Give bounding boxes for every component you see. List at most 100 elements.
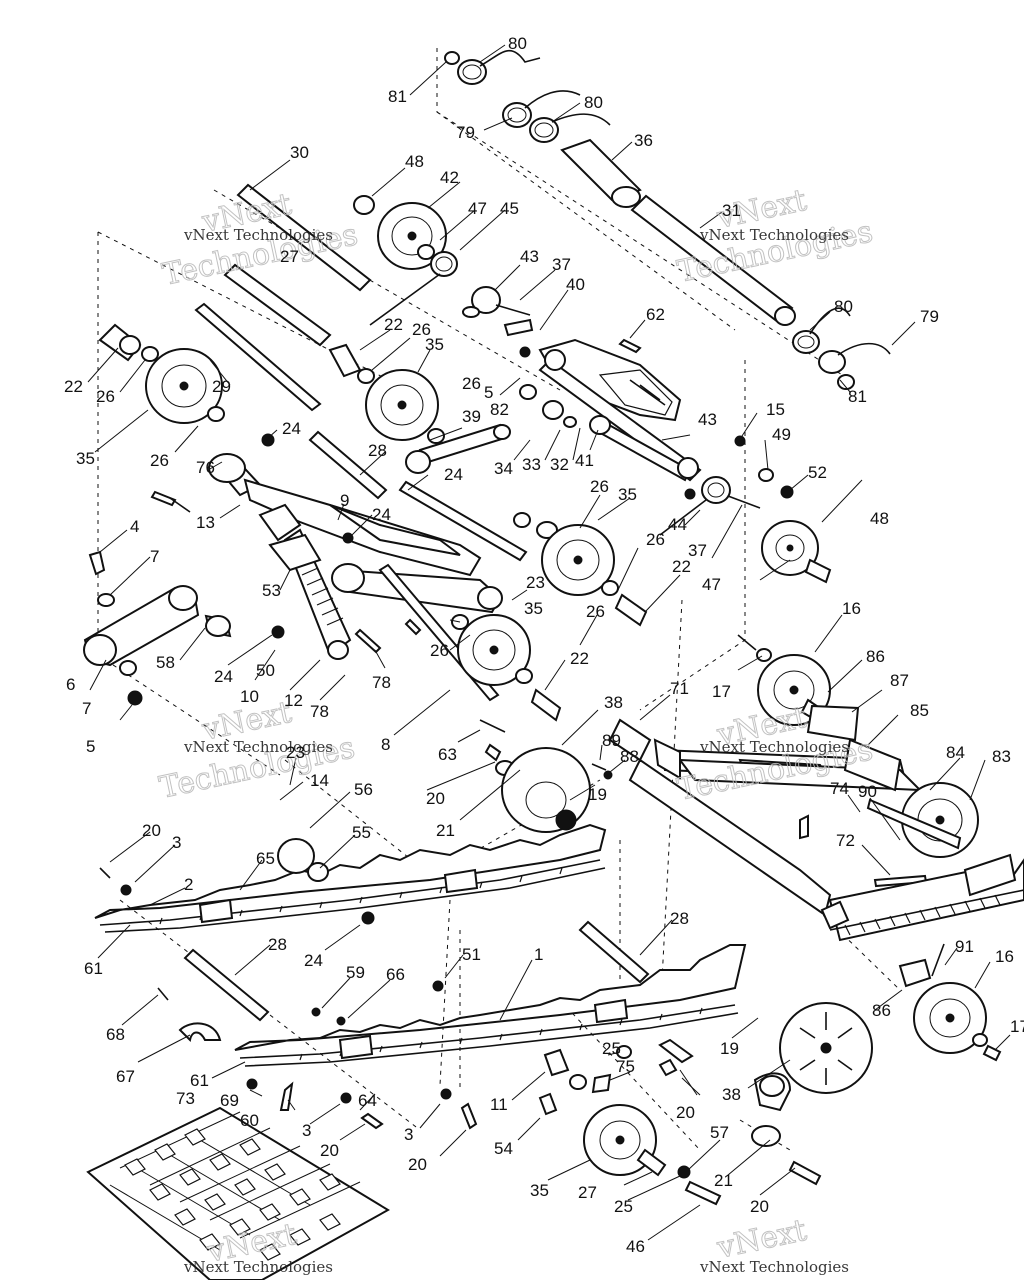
callout-24: 24: [282, 419, 301, 438]
callout-25: 25: [614, 1197, 633, 1216]
callout-33: 33: [522, 455, 541, 474]
callout-3: 3: [302, 1121, 311, 1140]
torsion-spring-middle: [502, 90, 611, 143]
callout-45: 45: [500, 199, 519, 218]
callout-64: 64: [358, 1091, 377, 1110]
watermarks: vNext Technologies vNext Technologies vN…: [156, 182, 876, 1276]
callout-78: 78: [310, 702, 329, 721]
callout-labels: 80 81 80 79 36 30 48 42 47 45 31 27 43 3…: [64, 34, 1024, 1256]
callout-28: 28: [268, 935, 287, 954]
callout-26: 26: [430, 641, 449, 660]
callout-20: 20: [676, 1103, 695, 1122]
callout-20: 20: [750, 1197, 769, 1216]
callout-21: 21: [714, 1171, 733, 1190]
callout-38: 38: [722, 1085, 741, 1104]
callout-12: 12: [284, 691, 303, 710]
torsion-spring-upper: [444, 50, 541, 85]
callout-22: 22: [384, 315, 403, 334]
callout-17: 17: [712, 682, 731, 701]
callout-82: 82: [490, 400, 509, 419]
callout-76: 76: [196, 458, 215, 477]
callout-2: 2: [184, 875, 193, 894]
idler-wheel-35-mid: [365, 369, 439, 441]
callout-79: 79: [456, 123, 475, 142]
callout-23: 23: [526, 573, 545, 592]
callout-31: 31: [722, 201, 741, 220]
callout-68: 68: [106, 1025, 125, 1044]
idler-wheel-35-bottom: [583, 1104, 657, 1176]
callout-26: 26: [586, 602, 605, 621]
callout-73: 73: [176, 1089, 195, 1108]
callout-1: 1: [534, 945, 543, 964]
callout-19: 19: [588, 785, 607, 804]
callout-84: 84: [946, 743, 965, 762]
callout-52: 52: [808, 463, 827, 482]
callout-80: 80: [584, 93, 603, 112]
callout-20: 20: [320, 1141, 339, 1160]
callout-60: 60: [240, 1111, 259, 1130]
callout-72: 72: [836, 831, 855, 850]
callout-26: 26: [412, 320, 431, 339]
callout-79: 79: [920, 307, 939, 326]
callout-20: 20: [426, 789, 445, 808]
callout-86: 86: [872, 1001, 891, 1020]
callout-58: 58: [156, 653, 175, 672]
wheel-38-upper: [501, 747, 591, 833]
rear-shaft-31: [630, 194, 796, 326]
idler-wheel-16-lower: [913, 982, 987, 1054]
watermark-small-1: vNext Technologies: [183, 226, 333, 244]
callout-47: 47: [468, 199, 487, 218]
callout-25: 25: [602, 1039, 621, 1058]
callout-21: 21: [436, 821, 455, 840]
callout-27: 27: [578, 1183, 597, 1202]
callout-87: 87: [890, 671, 909, 690]
callout-55: 55: [352, 823, 371, 842]
callout-56: 56: [354, 780, 373, 799]
callout-43: 43: [520, 247, 539, 266]
callout-26: 26: [590, 477, 609, 496]
callout-91: 91: [955, 937, 974, 956]
leader-lines: [87, 44, 1011, 1241]
callout-29: 29: [212, 377, 231, 396]
callout-35: 35: [618, 485, 637, 504]
front-arm-assembly: [150, 453, 503, 660]
callout-42: 42: [440, 168, 459, 187]
callout-26: 26: [646, 530, 665, 549]
idler-wheel-35-left: [145, 348, 223, 424]
callout-24: 24: [444, 465, 463, 484]
callout-23: 23: [286, 743, 305, 762]
callout-26: 26: [96, 387, 115, 406]
callout-48: 48: [870, 509, 889, 528]
callout-8: 8: [381, 735, 390, 754]
snow-flap-73: [86, 1106, 390, 1280]
callout-81: 81: [388, 87, 407, 106]
callout-80: 80: [508, 34, 527, 53]
callout-16: 16: [995, 947, 1014, 966]
callout-10: 10: [240, 687, 259, 706]
callout-65: 65: [256, 849, 275, 868]
callout-14: 14: [310, 771, 329, 790]
lower-hardware: [157, 920, 873, 1206]
callout-24: 24: [372, 505, 391, 524]
callout-3: 3: [404, 1125, 413, 1144]
callout-27: 27: [280, 247, 299, 266]
callout-28: 28: [670, 909, 689, 928]
watermark-small-2: vNext Technologies: [699, 226, 849, 244]
slide-rail-left: [94, 823, 607, 933]
callout-39: 39: [462, 407, 481, 426]
callout-61: 61: [84, 959, 103, 978]
callout-62: 62: [646, 305, 665, 324]
callout-34: 34: [494, 459, 513, 478]
callout-6: 6: [66, 675, 75, 694]
callout-20: 20: [408, 1155, 427, 1174]
wheel-38-lower: [779, 1002, 873, 1094]
callout-61: 61: [190, 1071, 209, 1090]
callout-3: 3: [172, 833, 181, 852]
rear-arm-bracket: [503, 318, 794, 536]
slide-rail-right: [234, 944, 747, 1067]
callout-86: 86: [866, 647, 885, 666]
callout-7: 7: [82, 699, 91, 718]
callout-66: 66: [386, 965, 405, 984]
callout-67: 67: [116, 1067, 135, 1086]
